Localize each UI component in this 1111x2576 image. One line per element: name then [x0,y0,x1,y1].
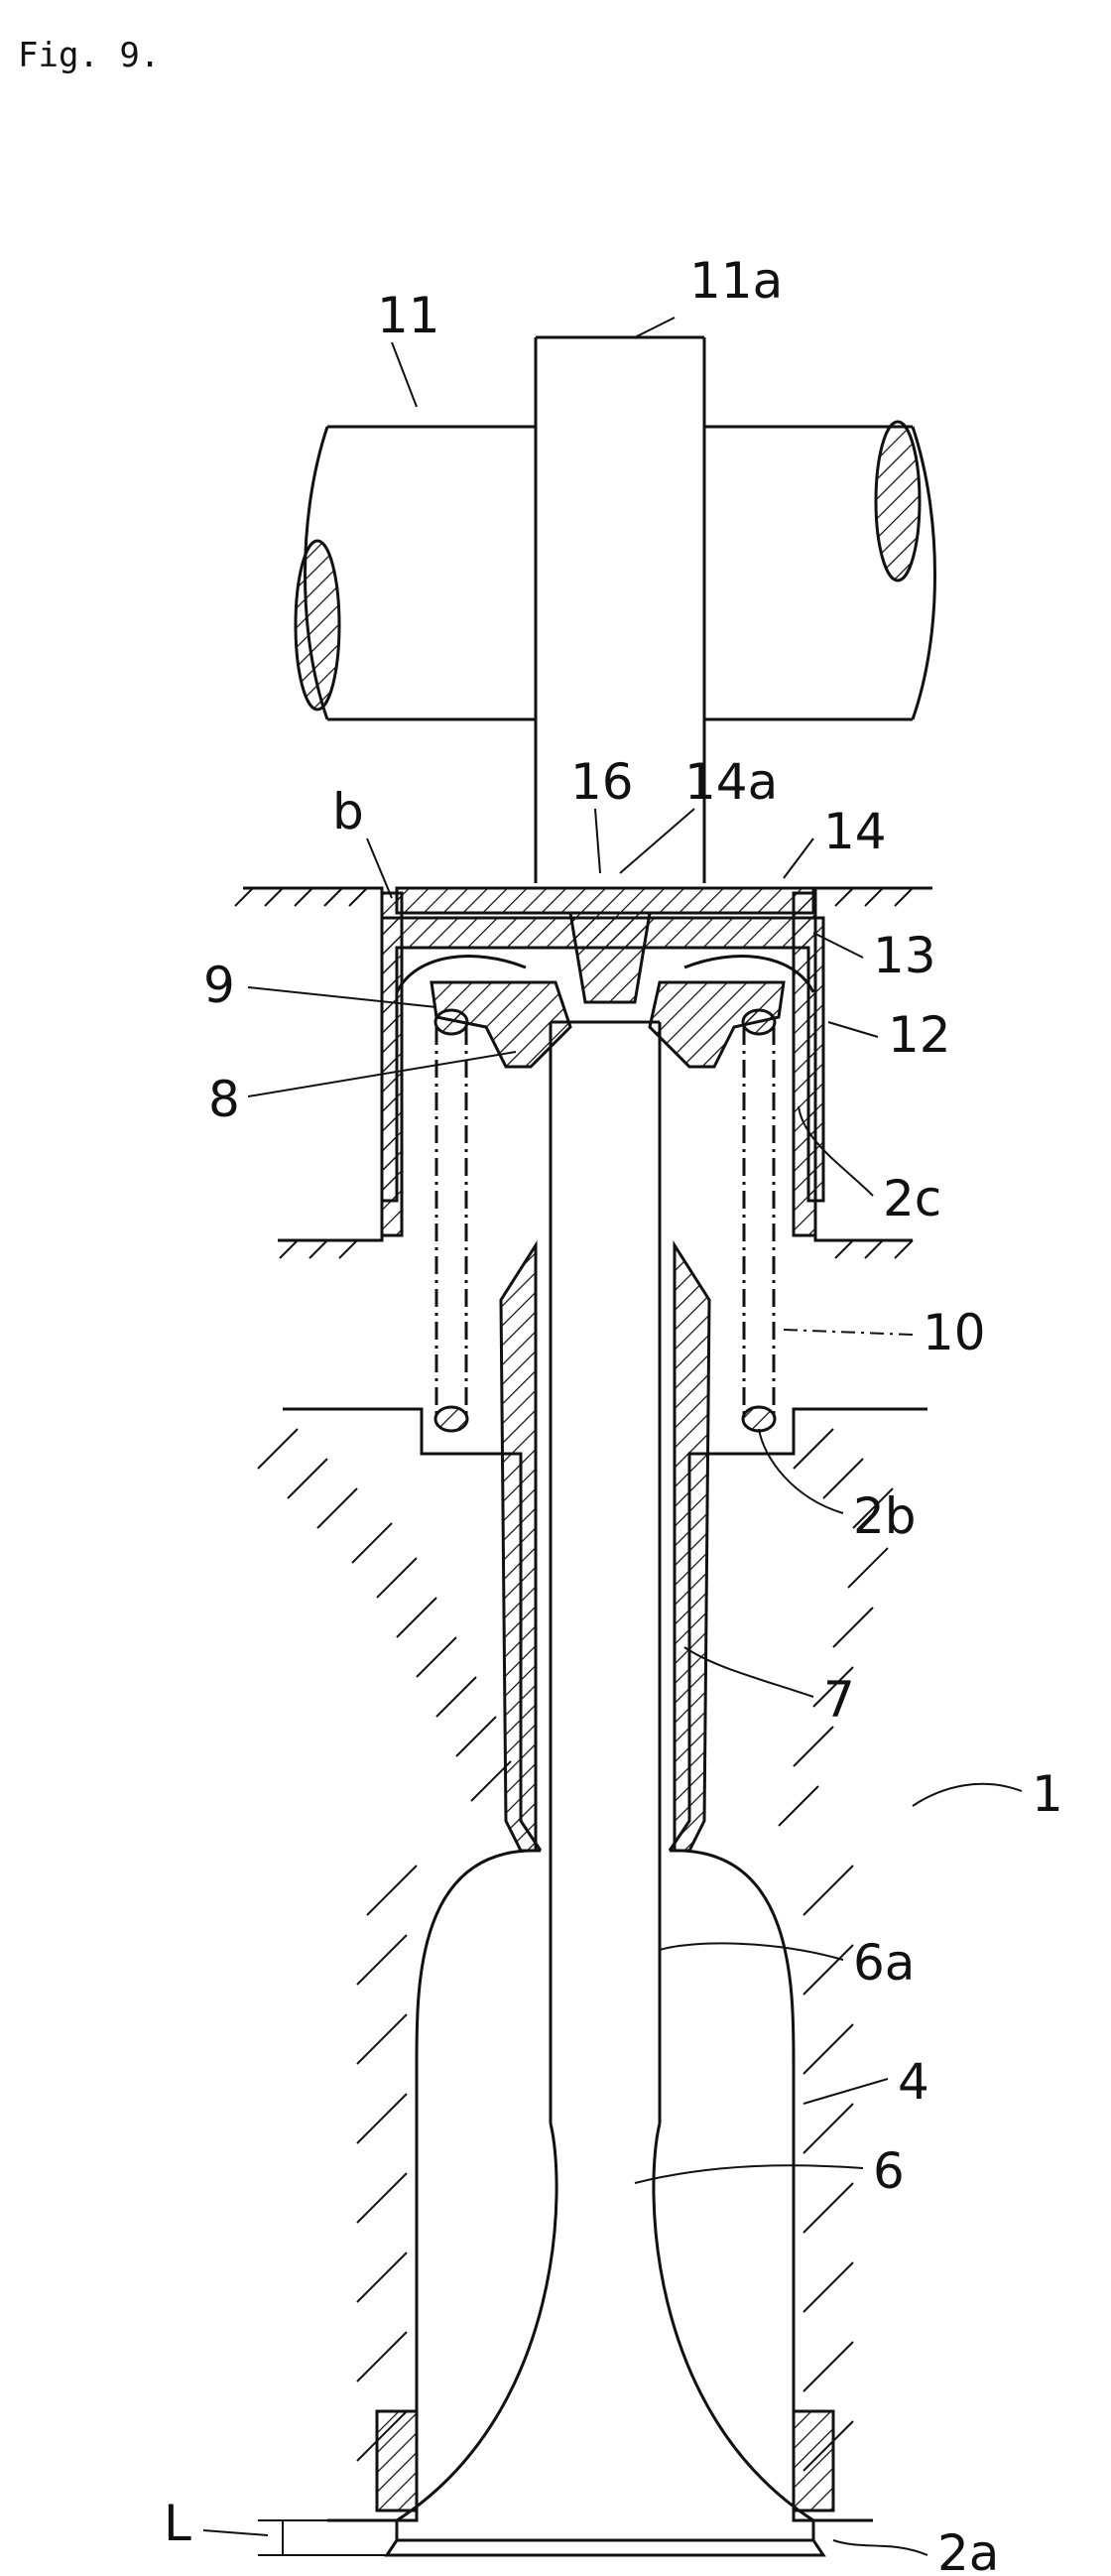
valve [387,1022,823,2555]
label-13: 13 [873,927,936,984]
label-11a: 11a [689,252,783,310]
label-6a: 6a [853,1934,915,1992]
label-pad-tip: 14a [620,753,778,873]
label-head: 1 [913,1765,1063,1823]
label-8: 8 [208,1071,240,1128]
label-shim: 14 [784,803,887,878]
label-lifter-body: 13 [813,927,936,984]
label-4: 4 [898,2053,929,2111]
label-cotter: 8 [208,1052,516,1128]
label-14a: 14a [684,753,778,811]
cylinder-head-body [258,1409,927,2520]
label-2a: 2a [937,2524,999,2576]
label-L: L [164,2495,191,2552]
label-2b: 2b [853,1487,917,1545]
label-11: 11 [377,287,440,344]
label-lift: L [164,2495,268,2552]
label-port: 4 [803,2053,929,2111]
label-cam-lobe: 11a [635,252,783,337]
label-seat: 2b [759,1429,917,1545]
label-6: 6 [873,2142,905,2200]
label-1: 1 [1032,1765,1063,1823]
label-10: 10 [923,1304,986,1361]
label-gap-b: b [332,783,392,898]
label-valve-seat: 2a [833,2524,999,2576]
label-camshaft: 11 [377,287,440,407]
valve-spring [435,1010,775,1431]
label-14: 14 [823,803,887,860]
valve-lifter [382,888,823,1201]
camshaft [296,422,935,719]
label-16: 16 [570,753,634,811]
label-12: 12 [888,1006,951,1064]
label-2c: 2c [883,1170,941,1227]
label-guide: 7 [684,1647,855,1729]
label-7: 7 [823,1671,855,1729]
lift-dimension [258,2520,387,2555]
label-spring: 10 [784,1304,986,1361]
label-valve: 6 [635,2142,905,2200]
label-9: 9 [203,957,235,1014]
valve-guide [501,1245,709,1851]
label-spacer: 16 [570,753,634,873]
label-lifter: 12 [828,1006,951,1064]
label-b: b [332,783,364,840]
